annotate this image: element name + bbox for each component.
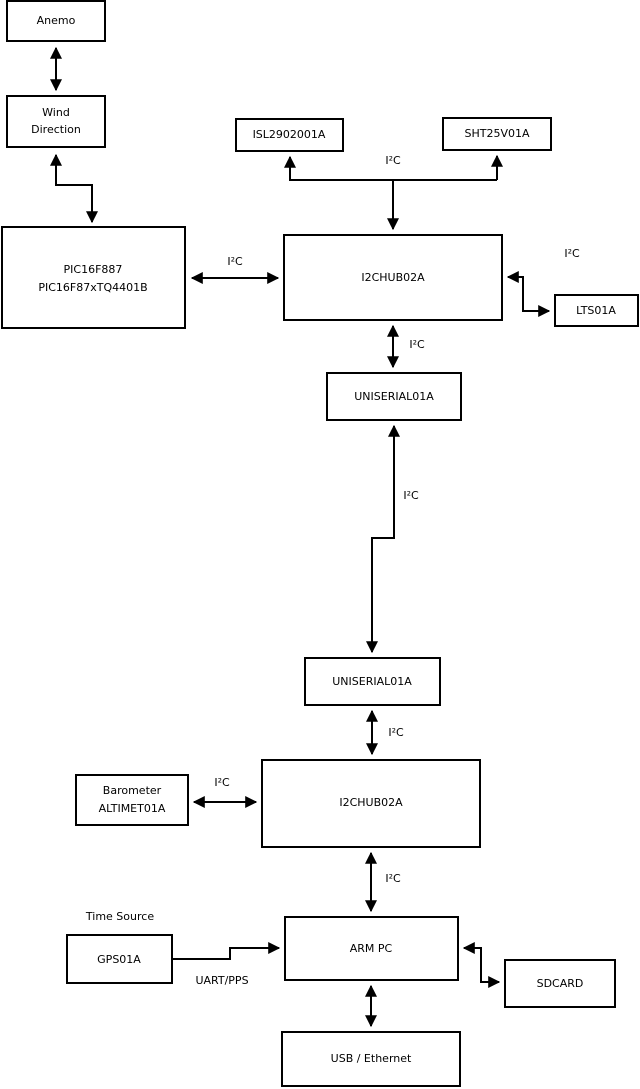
edge-label-i2c-lts01a: I²C [564, 247, 580, 260]
edge-label-i2c-hub-uniserial: I²C [409, 338, 425, 351]
edge-label-i2c-uniserial-hub-bottom: I²C [388, 726, 404, 739]
block-pic-microcontroller[interactable]: PIC16F887 PIC16F87xTQ4401B [1, 226, 186, 329]
edge-label-i2c-pic-hub: I²C [227, 255, 243, 268]
block-pic-label-line2: PIC16F87xTQ4401B [38, 281, 147, 294]
block-barometer-label-line2: ALTIMET01A [99, 802, 166, 815]
block-pic-label-line1: PIC16F887 [64, 263, 123, 276]
connection-wind-direction-pic [50, 153, 98, 224]
block-gps01a[interactable]: GPS01A [66, 934, 173, 984]
block-i2chub02a-bottom-label: I2CHUB02A [339, 796, 403, 809]
block-i2chub02a-bottom-rect[interactable] [261, 759, 481, 848]
block-uniserial01a-upper-rect[interactable] [326, 372, 462, 421]
block-uniserial01a-lower-rect[interactable] [304, 657, 441, 706]
block-sdcard-rect[interactable] [504, 959, 616, 1008]
block-uniserial01a-upper-label: UNISERIAL01A [354, 390, 434, 403]
block-anemo-label: Anemo [37, 14, 76, 27]
block-lts01a-label: LTS01A [576, 304, 616, 317]
block-usb-ethernet-label: USB / Ethernet [331, 1052, 412, 1065]
connection-armpc-sdcard [462, 942, 501, 988]
connection-i2chub-top-sensor-bus [284, 154, 503, 231]
edge-label-i2c-barometer: I²C [214, 776, 230, 789]
block-isl2902001a-rect[interactable] [235, 118, 344, 152]
block-i2chub02a-top-label: I2CHUB02A [361, 271, 425, 284]
block-barometer-altimet01a[interactable]: Barometer ALTIMET01A [75, 774, 189, 826]
block-i2chub02a-bottom[interactable]: I2CHUB02A [261, 759, 481, 848]
block-uniserial01a-lower-label: UNISERIAL01A [332, 675, 412, 688]
block-wind-direction-label-line2: Direction [31, 123, 81, 136]
block-barometer-label-line1: Barometer [103, 784, 162, 797]
edge-label-uart-pps: UART/PPS [195, 974, 248, 987]
block-uniserial01a-lower[interactable]: UNISERIAL01A [304, 657, 441, 706]
block-sht25v01a-label: SHT25V01A [464, 127, 529, 140]
block-sht25v01a-rect[interactable] [442, 117, 552, 151]
block-pic-rect[interactable] [1, 226, 186, 329]
block-wind-direction-label-line1: Wind [42, 106, 70, 119]
block-gps01a-rect[interactable] [66, 934, 173, 984]
block-isl2902001a-label: ISL2902001A [253, 128, 326, 141]
block-sdcard[interactable]: SDCARD [504, 959, 616, 1008]
block-arm-pc[interactable]: ARM PC [284, 916, 459, 981]
block-wind-direction-rect[interactable] [6, 95, 106, 148]
block-sdcard-label: SDCARD [537, 977, 584, 990]
block-isl2902001a[interactable]: ISL2902001A [235, 118, 344, 152]
connection-uniserial-upper-lower [366, 424, 400, 654]
block-uniserial01a-upper[interactable]: UNISERIAL01A [326, 372, 462, 421]
block-i2chub02a-top[interactable]: I2CHUB02A [283, 234, 503, 321]
block-anemo-rect[interactable] [6, 0, 106, 42]
edge-label-i2c-sensor-bus: I²C [385, 154, 401, 167]
block-anemo[interactable]: Anemo [6, 0, 106, 42]
edge-label-i2c-hub-armpc: I²C [385, 872, 401, 885]
block-lts01a-rect[interactable] [554, 294, 639, 327]
block-gps01a-label: GPS01A [97, 953, 141, 966]
edge-label-i2c-uniserial-link: I²C [403, 489, 419, 502]
block-sht25v01a[interactable]: SHT25V01A [442, 117, 552, 151]
block-arm-pc-rect[interactable] [284, 916, 459, 981]
block-barometer-rect[interactable] [75, 774, 189, 826]
block-usb-ethernet-rect[interactable] [281, 1031, 461, 1087]
block-usb-ethernet[interactable]: USB / Ethernet [281, 1031, 461, 1087]
connection-gps-armpc [172, 942, 281, 960]
connection-i2chub-top-lts01a [506, 271, 551, 317]
block-lts01a[interactable]: LTS01A [554, 294, 639, 327]
block-arm-pc-label: ARM PC [350, 942, 393, 955]
block-wind-direction[interactable]: Wind Direction [6, 95, 106, 148]
block-i2chub02a-top-rect[interactable] [283, 234, 503, 321]
label-time-source: Time Source [85, 910, 154, 923]
